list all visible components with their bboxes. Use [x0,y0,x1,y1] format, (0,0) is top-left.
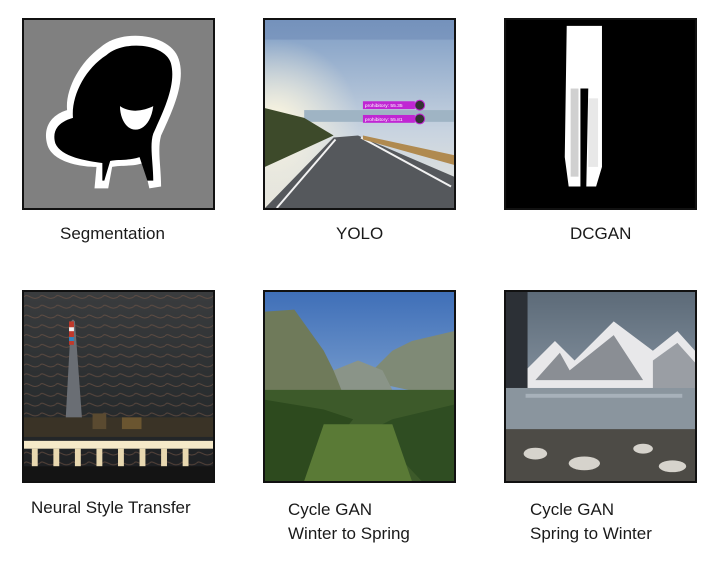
caption-dcgan: DCGAN [570,224,632,243]
caption-yolo: YOLO [336,224,384,243]
dcgan-image [504,18,697,210]
caption-cyclegan-spring-to-winter: Cycle GAN Spring to Winter [530,500,652,543]
segmentation-image [22,18,215,210]
cyclegan-winter-to-spring-image [263,290,456,483]
caption-cyclegan-winter-to-spring: Cycle GAN Winter to Spring [288,500,410,543]
yolo-image: prohibitory: 55.35 prohibitory: 55.81 [263,18,456,210]
neural-style-transfer-image [22,290,215,483]
detection-label-1: prohibitory: 55.35 [365,103,403,109]
detection-label-2: prohibitory: 55.81 [365,117,403,123]
caption-neural-style-transfer: Neural Style Transfer [31,498,191,517]
caption-segmentation: Segmentation [60,224,165,243]
cyclegan-spring-to-winter-image [504,290,697,483]
